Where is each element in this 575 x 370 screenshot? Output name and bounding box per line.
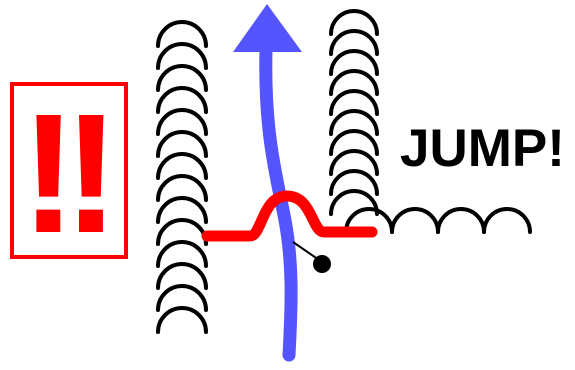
vertical-path-line	[259, 43, 298, 362]
arc-mark	[156, 306, 208, 334]
arc-mark	[329, 149, 379, 176]
arc-mark	[329, 89, 379, 116]
marker-dot-icon	[313, 255, 331, 273]
arc-mark	[390, 207, 440, 234]
arc-mark	[329, 29, 379, 56]
arc-mark	[156, 86, 208, 114]
arrow-up-icon	[233, 4, 302, 52]
warning-box: !!	[10, 82, 128, 259]
arc-mark	[344, 207, 394, 234]
arc-mark	[329, 189, 379, 216]
arc-mark	[329, 129, 379, 156]
arc-mark	[156, 130, 208, 158]
arc-mark	[156, 20, 208, 48]
arc-mark	[156, 240, 208, 268]
arc-mark	[156, 108, 208, 136]
jump-bump-icon	[201, 190, 378, 242]
arc-mark	[156, 262, 208, 290]
arc-mark	[156, 152, 208, 180]
arc-mark	[156, 64, 208, 92]
warning-text: !!	[20, 78, 119, 269]
arc-mark	[329, 9, 379, 36]
arc-mark	[436, 207, 486, 234]
arc-mark	[156, 174, 208, 202]
arc-mark	[156, 284, 208, 312]
arc-mark	[329, 169, 379, 196]
arc-mark	[482, 207, 532, 234]
arc-mark	[156, 42, 208, 70]
arc-column-left	[156, 20, 208, 334]
arc-row-right	[344, 207, 532, 234]
jump-label: JUMP!	[400, 119, 565, 178]
arc-mark	[156, 196, 208, 224]
arc-mark	[329, 49, 379, 76]
arc-column-right	[329, 9, 379, 216]
arc-mark	[329, 69, 379, 96]
arc-mark	[329, 109, 379, 136]
